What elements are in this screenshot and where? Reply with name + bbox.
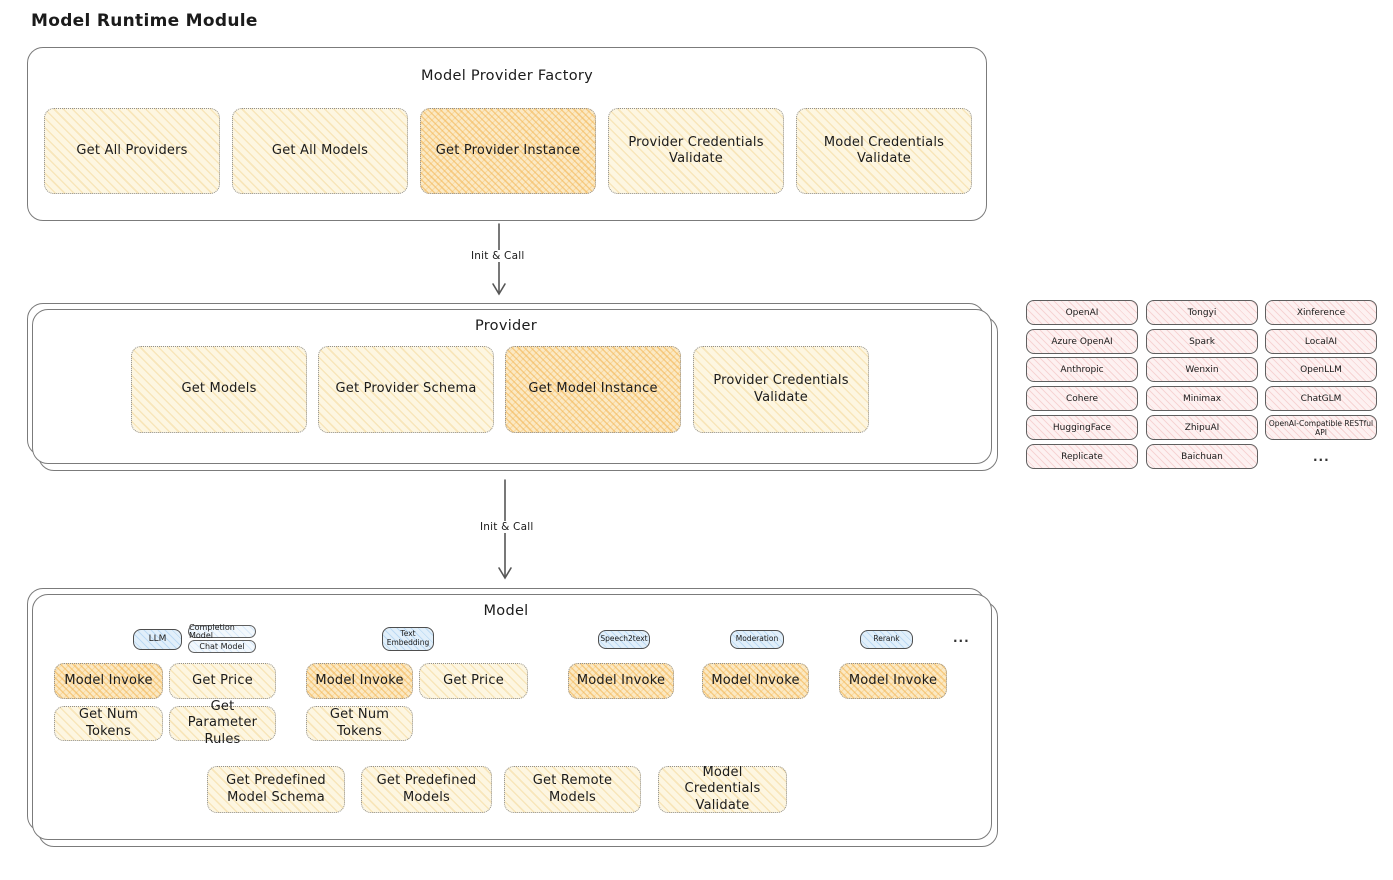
speech2text-model-invoke: Model Invoke: [568, 663, 674, 699]
shared-get-predefined-model-schema: Get Predefined Model Schema: [207, 766, 345, 813]
model-more-ellipsis: ...: [953, 631, 970, 645]
model-title: Model: [483, 603, 529, 619]
provider-container: Provider Get Models Get Provider Schema …: [27, 303, 985, 456]
factory-title: Model Provider Factory: [420, 68, 594, 84]
factory-box-provider-credentials-validate: Provider Credentials Validate: [608, 108, 784, 194]
factory-box-get-all-providers: Get All Providers: [44, 108, 220, 194]
rerank-model-invoke: Model Invoke: [839, 663, 947, 699]
llm-get-num-tokens: Get Num Tokens: [54, 706, 163, 741]
factory-box-model-credentials-validate: Model Credentials Validate: [796, 108, 972, 194]
provider-title: Provider: [474, 318, 538, 334]
arrow-label-init-call-2: Init & Call: [476, 521, 538, 533]
tag-rerank: Rerank: [860, 630, 913, 649]
catalog-item-cohere: Cohere: [1026, 386, 1138, 411]
catalog-item-openllm: OpenLLM: [1265, 357, 1377, 382]
catalog-item-anthropic: Anthropic: [1026, 357, 1138, 382]
text-embedding-model-invoke: Model Invoke: [306, 663, 413, 699]
tag-moderation: Moderation: [730, 630, 784, 649]
shared-get-predefined-models: Get Predefined Models: [361, 766, 492, 813]
model-container: Model LLM Completion Model Chat Model Te…: [27, 588, 985, 832]
shared-model-credentials-validate: Model Credentials Validate: [658, 765, 787, 813]
tag-completion-model: Completion Model: [188, 623, 256, 639]
catalog-item-localai: LocalAI: [1265, 329, 1377, 354]
catalog-item-zhipuai: ZhipuAI: [1146, 415, 1258, 440]
catalog-item-xinference: Xinference: [1265, 300, 1377, 325]
moderation-model-invoke: Model Invoke: [702, 663, 809, 699]
catalog-item-replicate: Replicate: [1026, 444, 1138, 469]
catalog-item-huggingface: HuggingFace: [1026, 415, 1138, 440]
factory-box-get-all-models: Get All Models: [232, 108, 408, 194]
catalog-item-baichuan: Baichuan: [1146, 444, 1258, 469]
provider-box-get-provider-schema: Get Provider Schema: [318, 346, 494, 433]
tag-text-embedding: Text Embedding: [382, 627, 434, 651]
text-embedding-get-price: Get Price: [419, 663, 528, 699]
catalog-item-spark: Spark: [1146, 329, 1258, 354]
factory-container: Model Provider Factory Get All Providers…: [27, 47, 987, 221]
tag-llm: LLM: [133, 629, 182, 650]
provider-box-get-model-instance: Get Model Instance: [505, 346, 681, 433]
arrow-label-init-call-1: Init & Call: [467, 250, 529, 262]
catalog-item-minimax: Minimax: [1146, 386, 1258, 411]
tag-speech2text: Speech2text: [598, 630, 650, 649]
catalog-item-openai-compatible: OpenAI-Compatible RESTful API: [1265, 415, 1377, 440]
shared-get-remote-models: Get Remote Models: [504, 766, 641, 813]
provider-box-get-models: Get Models: [131, 346, 307, 433]
page-title: Model Runtime Module: [31, 11, 258, 31]
catalog-item-openai: OpenAI: [1026, 300, 1138, 325]
tag-chat-model: Chat Model: [188, 640, 256, 653]
text-embedding-get-num-tokens: Get Num Tokens: [306, 706, 413, 741]
llm-get-price: Get Price: [169, 663, 276, 699]
llm-model-invoke: Model Invoke: [54, 663, 163, 699]
factory-box-get-provider-instance: Get Provider Instance: [420, 108, 596, 194]
catalog-item-tongyi: Tongyi: [1146, 300, 1258, 325]
provider-box-provider-credentials-validate: Provider Credentials Validate: [693, 346, 869, 433]
catalog-item-azure-openai: Azure OpenAI: [1026, 329, 1138, 354]
catalog-more-ellipsis: ...: [1313, 450, 1330, 464]
llm-get-parameter-rules: Get Parameter Rules: [169, 699, 276, 747]
catalog-item-wenxin: Wenxin: [1146, 357, 1258, 382]
catalog-item-chatglm: ChatGLM: [1265, 386, 1377, 411]
